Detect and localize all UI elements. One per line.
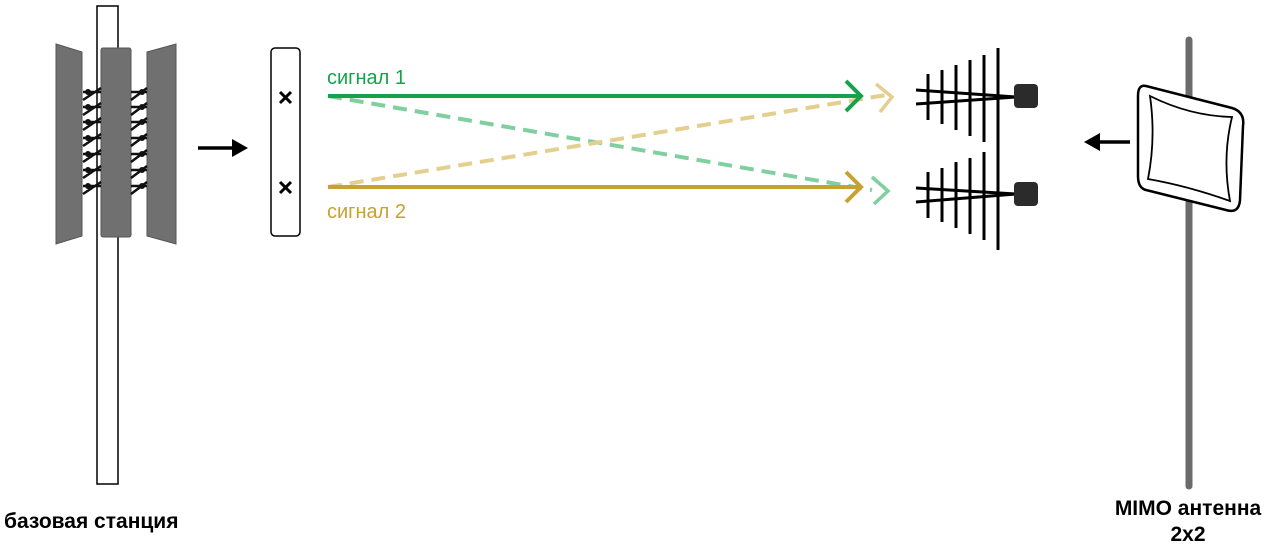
signal-1-label: сигнал 1 xyxy=(327,67,406,89)
signal-2-path xyxy=(328,170,864,204)
base-station-panel-center xyxy=(100,47,132,238)
arrow-icon xyxy=(198,139,248,157)
signal-2-dashed-path xyxy=(327,82,895,189)
cross-polarized-panel xyxy=(270,47,301,237)
mimo-antenna-panel xyxy=(1136,84,1245,213)
yagi-antenna-top xyxy=(915,48,1038,150)
base-station-panel-right xyxy=(146,43,177,245)
signal-2-label: сигнал 2 xyxy=(327,201,406,223)
base-station-panel-left xyxy=(55,43,83,245)
mimo-antenna xyxy=(1136,36,1245,490)
yagi-antenna-bottom xyxy=(915,146,1038,250)
arrow-icon xyxy=(1084,133,1130,151)
cross-icon xyxy=(278,90,293,105)
base-station-brackets-left xyxy=(82,86,102,196)
base-station-caption: базовая станция xyxy=(4,510,179,533)
signal-1-path xyxy=(328,79,864,113)
mimo-antenna-caption-line1: MIMO антенна xyxy=(1114,497,1262,520)
mimo-antenna-caption-line2: 2x2 xyxy=(1170,523,1206,546)
base-station-brackets-right xyxy=(130,87,148,195)
cross-icon xyxy=(278,180,293,195)
base-station xyxy=(55,5,177,485)
mimo-antenna-caption: MIMO антенна 2x2 xyxy=(1099,496,1277,548)
